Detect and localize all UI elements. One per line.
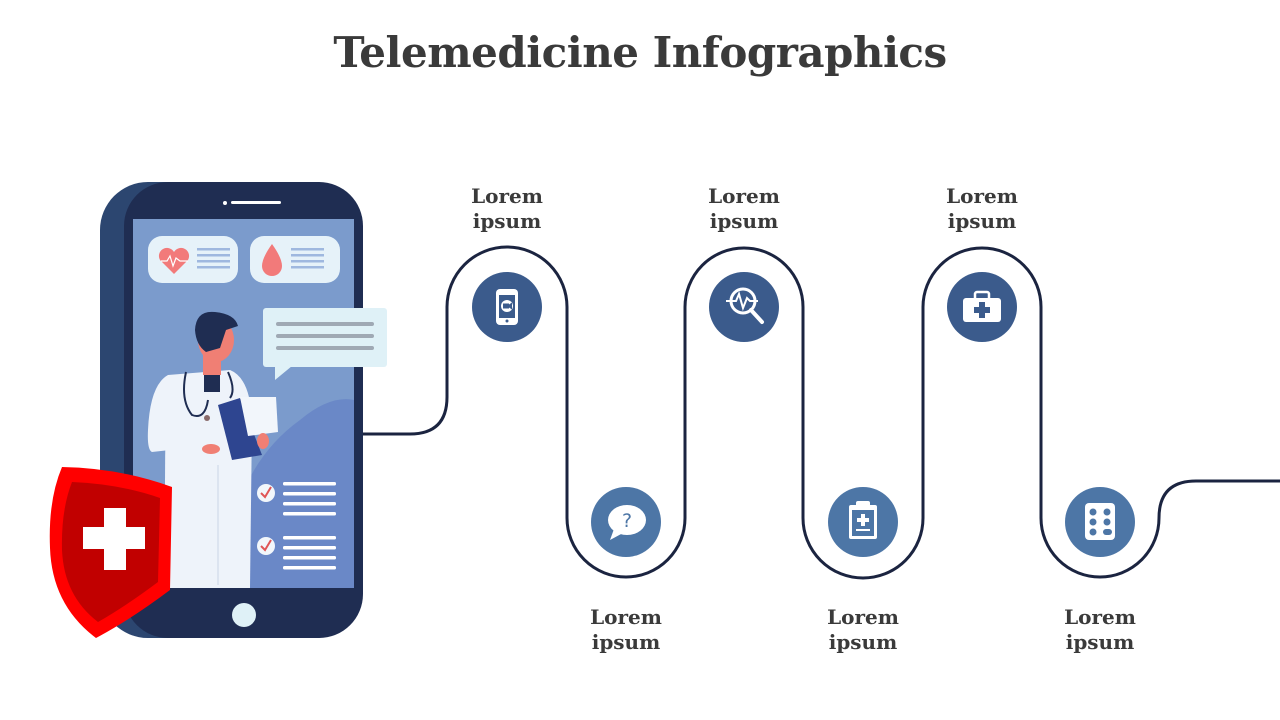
step-1-icon-group (472, 272, 542, 342)
chat-bubble-icon (263, 308, 387, 380)
phone-video-icon (496, 289, 518, 325)
question-chat-icon: ? (608, 505, 646, 540)
medical-shield-icon (49, 467, 172, 638)
home-button-icon (232, 603, 256, 627)
doctor-figure (147, 311, 278, 588)
heart-rate-card (148, 236, 238, 283)
step-6-icon-group (1065, 487, 1135, 557)
medical-clipboard-icon (849, 501, 877, 539)
timeline-path (362, 245, 1280, 580)
checklist (257, 482, 336, 570)
svg-text:?: ? (622, 510, 632, 532)
step-2-icon-group: ? (591, 487, 661, 557)
heartbeat-magnifier-icon (726, 287, 764, 324)
pills-icon (1085, 503, 1115, 540)
step-5-icon-group (947, 272, 1017, 342)
step-4-icon-group (828, 487, 898, 557)
step-3-icon-group (709, 272, 779, 342)
first-aid-kit-icon (963, 290, 1001, 322)
phone-illustration (49, 182, 387, 638)
page-title: Telemedicine Infographics (333, 28, 947, 77)
blood-drop-card (250, 236, 340, 283)
